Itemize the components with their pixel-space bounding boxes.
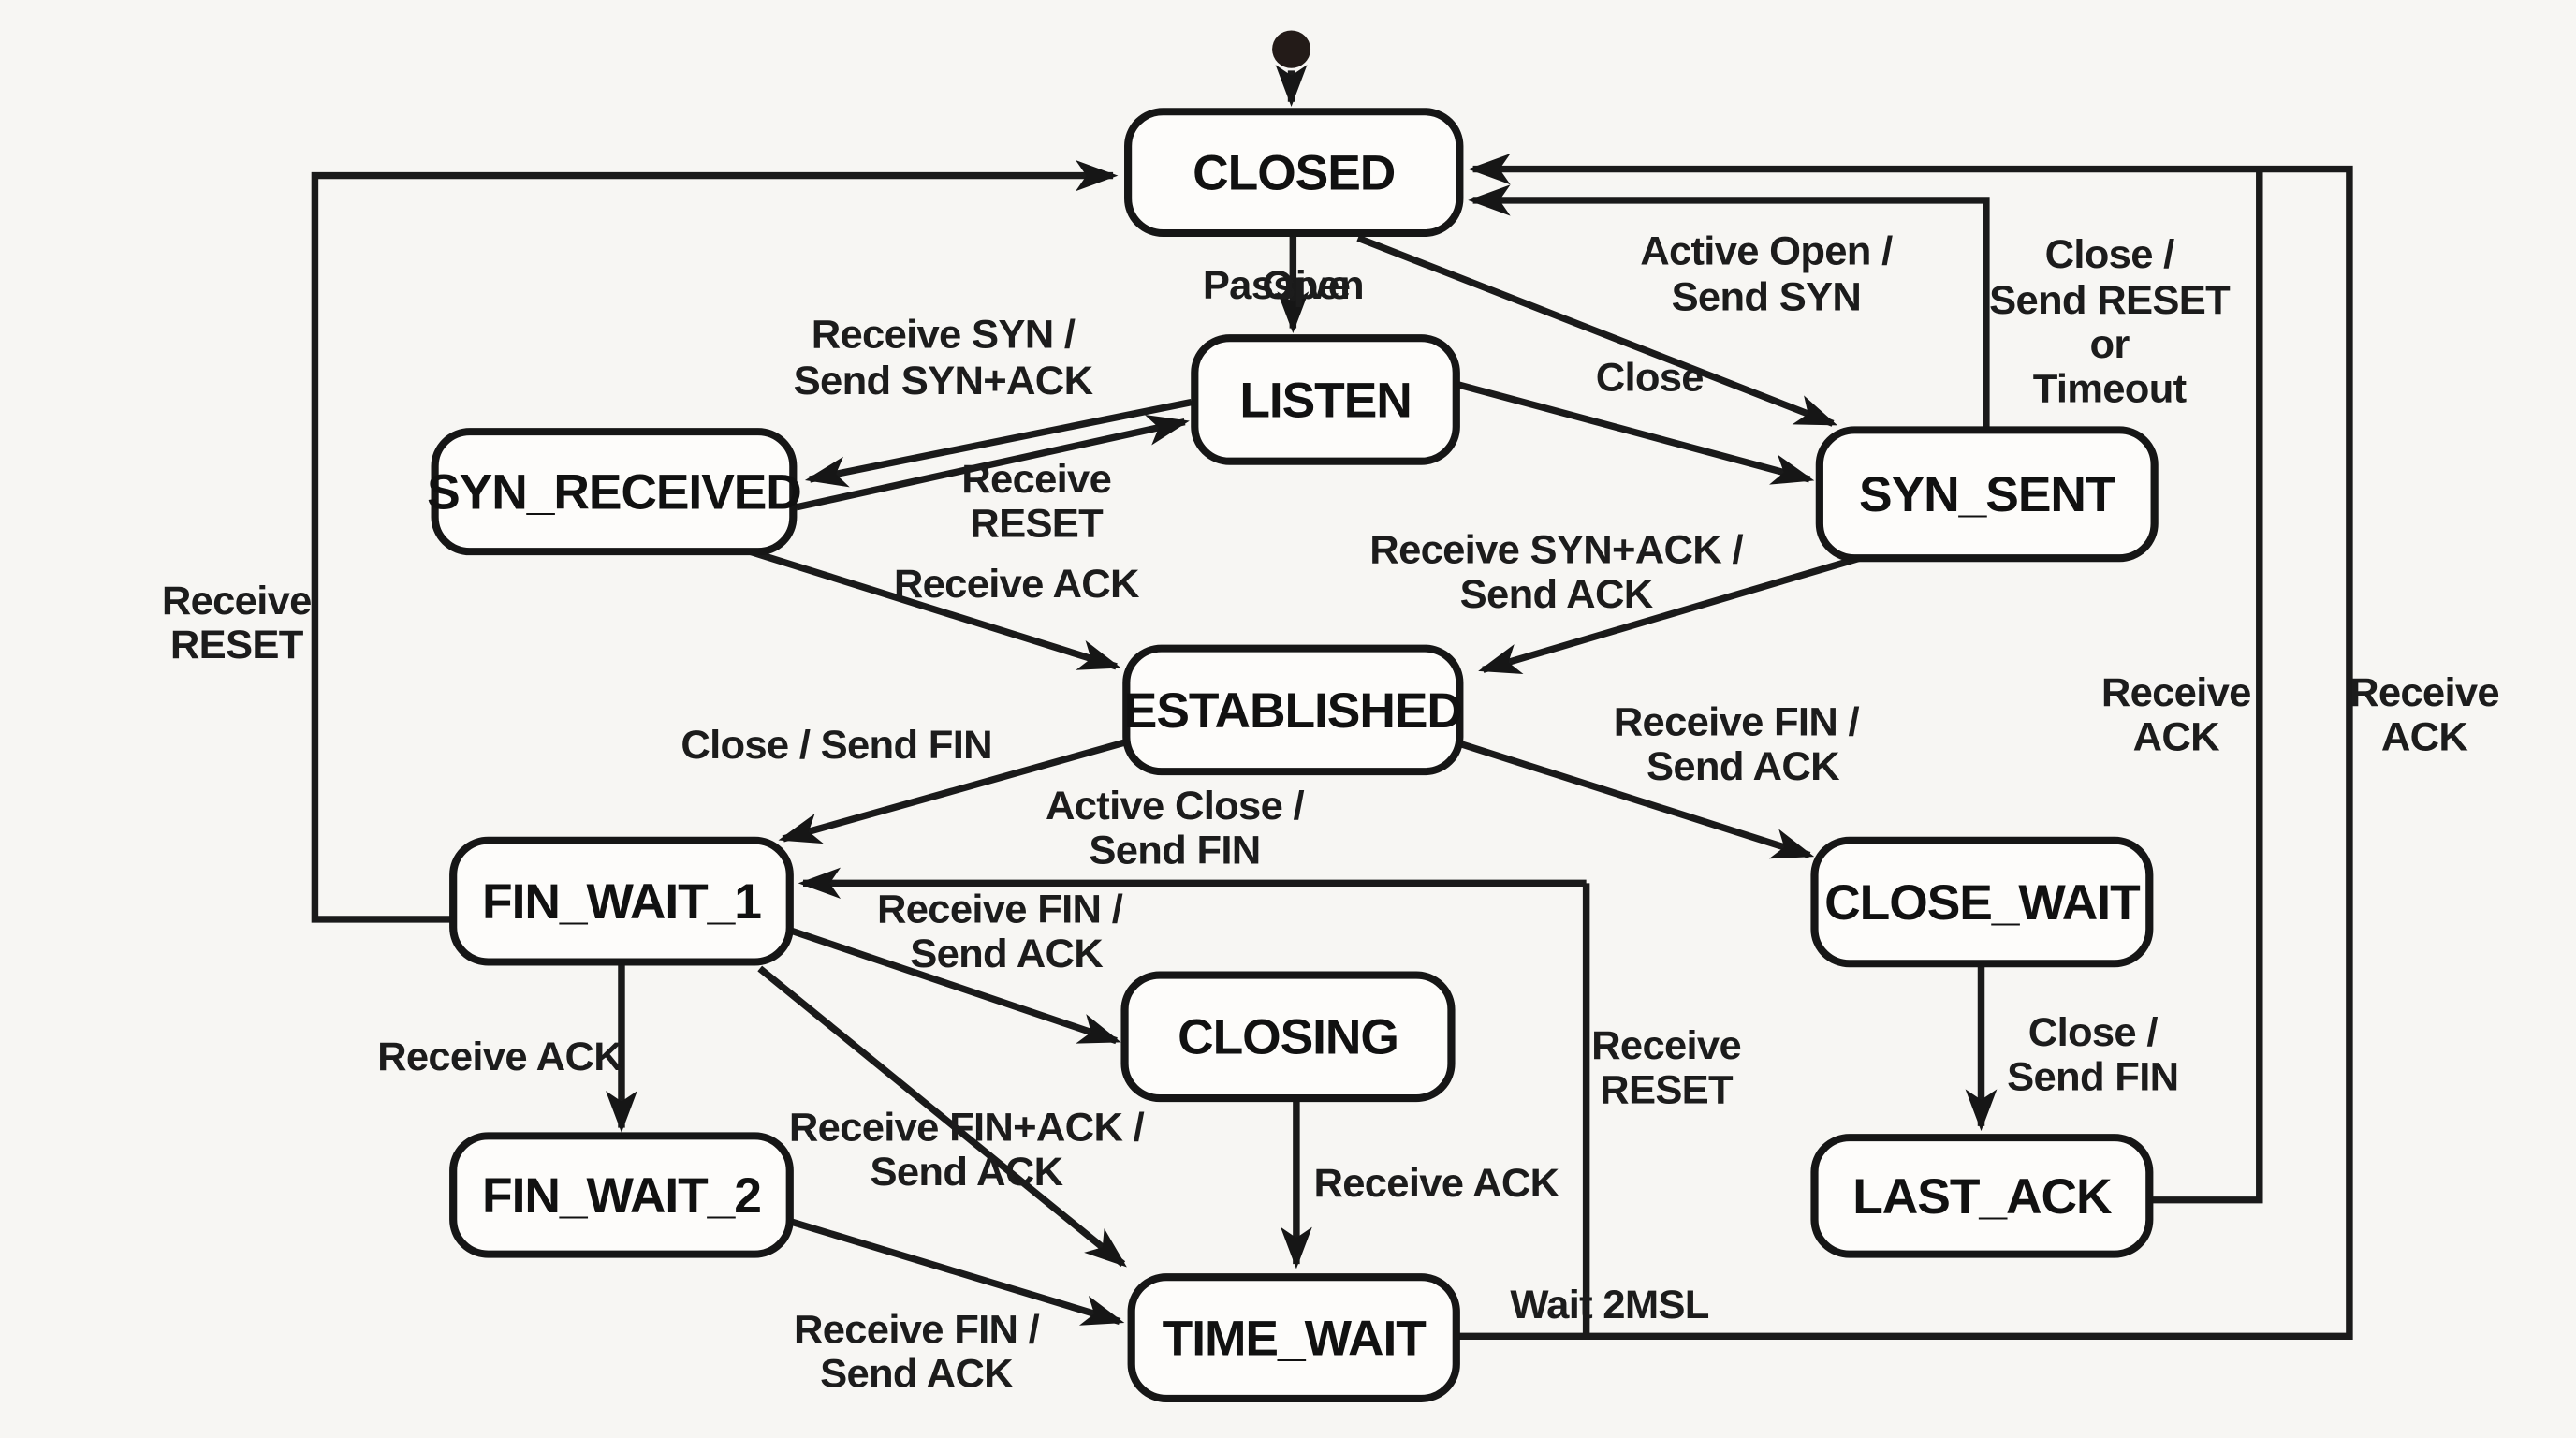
transition-finwait1-to-closed-reset (311, 159, 1119, 923)
transition-listen-to-synsent-close (1455, 380, 1815, 485)
transition-finwait1-to-closing (784, 925, 1121, 1045)
edge-label-receive-ack-tw-2: ACK (2381, 715, 2468, 760)
edge-label-receive-reset-mid-2: RESET (970, 502, 1103, 547)
nodes-layer: CLOSED LISTEN SYN_RECEIVED SYN_SENT ESTABLIS… (427, 30, 2159, 1402)
state-node-syn-sent: SYN_SENT (1815, 426, 2159, 563)
transition-closed-to-synsent-active-open (1356, 234, 1838, 427)
edge-label-active-close-2: Send FIN (1089, 829, 1260, 873)
state-node-listen: LISTEN (1191, 334, 1460, 465)
edge-label-receive-syn-1: Receive SYN / (812, 313, 1076, 358)
state-label-time-wait: TIME_WAIT (1163, 1312, 1427, 1367)
edge-label-receive-ack-tw-1: Receive (2349, 670, 2499, 715)
edge-label-close-fin-la-2: Send FIN (2007, 1055, 2178, 1100)
edge-label-receive-ack-est: Receive ACK (894, 563, 1139, 608)
edge-label-passive-open-2: Open (1262, 263, 1364, 308)
transition-listen-to-synreceived (804, 398, 1193, 488)
edge-label-receive-finack-2: Send ACK (871, 1150, 1063, 1195)
edge-label-receive-ack-la-2: ACK (2133, 715, 2220, 760)
edge-label-listen-close: Close (1596, 356, 1704, 401)
edge-label-close-send-fin: Close / Send FIN (681, 723, 992, 768)
state-label-closed: CLOSED (1193, 146, 1395, 201)
state-node-closing: CLOSING (1120, 971, 1456, 1103)
transition-synsent-to-established (1478, 554, 1861, 674)
state-box-closing (1120, 971, 1456, 1103)
edge-label-active-close-1: Active Close / (1046, 784, 1305, 829)
edge-label-receive-reset-rt-1: Receive (1591, 1023, 1741, 1068)
state-label-last-ack: LAST_ACK (1852, 1169, 2112, 1225)
transition-finwait1-to-timewait-finack (757, 965, 1127, 1268)
state-label-syn-sent: SYN_SENT (1859, 468, 2115, 523)
edge-label-active-open-2: Send SYN (1672, 275, 1862, 320)
edge-label-close-reset-4: Timeout (2033, 367, 2187, 412)
transition-established-to-finwait1 (778, 739, 1128, 844)
state-label-established: ESTABLISHED (1124, 683, 1462, 739)
edge-label-receive-ack-closing: Receive ACK (1313, 1162, 1559, 1207)
state-box-syn-sent (1815, 426, 2159, 563)
edge-label-receive-finack-1: Receive FIN+ACK / (789, 1106, 1145, 1151)
edge-label-active-open-1: Active Open / (1640, 229, 1893, 274)
edge-label-wait-2msl: Wait 2MSL (1510, 1283, 1709, 1328)
state-box-time-wait (1127, 1273, 1460, 1402)
state-node-established: ESTABLISHED (1122, 644, 1464, 776)
edge-label-receive-fin-cl-2: Send ACK (910, 932, 1103, 976)
state-node-fin-wait-1: FIN_WAIT_1 (449, 836, 794, 966)
edge-label-receive-synack-1: Receive SYN+ACK / (1369, 528, 1743, 573)
edge-label-close-reset-1: Close / (2045, 232, 2175, 277)
state-node-last-ack: LAST_ACK (1810, 1134, 2154, 1258)
edge-label-receive-reset-rt-2: RESET (1600, 1068, 1733, 1113)
initial-state-dot (1272, 30, 1311, 68)
edge-label-receive-syn-2: Send SYN+ACK (794, 359, 1093, 404)
transition-established-to-closewait (1458, 740, 1815, 859)
state-node-fin-wait-2: FIN_WAIT_2 (449, 1132, 794, 1258)
edge-label-receive-synack-2: Send ACK (1460, 572, 1653, 617)
state-label-close-wait: CLOSE_WAIT (1824, 875, 2140, 931)
edge-label-receive-reset-mid-1: Receive (961, 457, 1111, 502)
state-box-last-ack (1810, 1134, 2154, 1258)
edge-label-close-reset-3: or (2089, 323, 2130, 368)
state-node-time-wait: TIME_WAIT (1127, 1273, 1460, 1402)
edge-label-receive-fin-cw-1: Receive FIN / (1614, 700, 1860, 745)
state-box-syn-received (431, 428, 798, 556)
edge-label-close-reset-2: Send RESET (1989, 278, 2230, 323)
state-node-close-wait: CLOSE_WAIT (1810, 836, 2154, 968)
edge-label-receive-fin-cw-2: Send ACK (1647, 744, 1839, 789)
transition-synsent-to-closed-close-reset (1468, 184, 1990, 429)
transition-timewait-to-closed-receive-ack (1456, 153, 2353, 1340)
edge-label-receive-fin-tw-1: Receive FIN / (794, 1308, 1040, 1353)
edge-label-receive-ack-la-1: Receive (2101, 670, 2251, 715)
transition-synreceived-to-listen-reset (796, 414, 1190, 511)
edge-label-receive-ack-fw2: Receive ACK (377, 1035, 622, 1080)
state-box-fin-wait-1 (449, 836, 794, 966)
state-box-close-wait (1810, 836, 2154, 968)
state-node-syn-received: SYN_RECEIVED (427, 428, 802, 556)
transition-lastack-to-closed-receive-ack (2149, 169, 2263, 1204)
state-box-closed (1124, 108, 1464, 238)
edge-label-receive-fin-cl-1: Receive FIN / (877, 888, 1123, 932)
state-label-fin-wait-2: FIN_WAIT_2 (482, 1168, 761, 1224)
state-label-listen: LISTEN (1239, 374, 1411, 429)
transition-finwait2-to-timewait (788, 1218, 1125, 1326)
edge-label-receive-reset-left-1: Receive (162, 579, 312, 624)
state-box-established (1122, 644, 1464, 776)
state-label-fin-wait-1: FIN_WAIT_1 (482, 874, 761, 930)
state-label-closing: CLOSING (1178, 1010, 1398, 1065)
edge-label-close-fin-la-1: Close / (2028, 1010, 2159, 1055)
state-node-closed: CLOSED (1124, 108, 1464, 238)
state-box-listen (1191, 334, 1460, 465)
transition-synreceived-to-established (748, 548, 1121, 670)
edge-label-passive-open-1: Passive (1203, 263, 1350, 308)
state-label-syn-received: SYN_RECEIVED (427, 465, 801, 521)
edge-label-receive-fin-tw-2: Send ACK (820, 1352, 1013, 1397)
edges-layer (311, 65, 2353, 1340)
edge-label-receive-reset-left-2: RESET (170, 623, 303, 668)
state-box-fin-wait-2 (449, 1132, 794, 1258)
